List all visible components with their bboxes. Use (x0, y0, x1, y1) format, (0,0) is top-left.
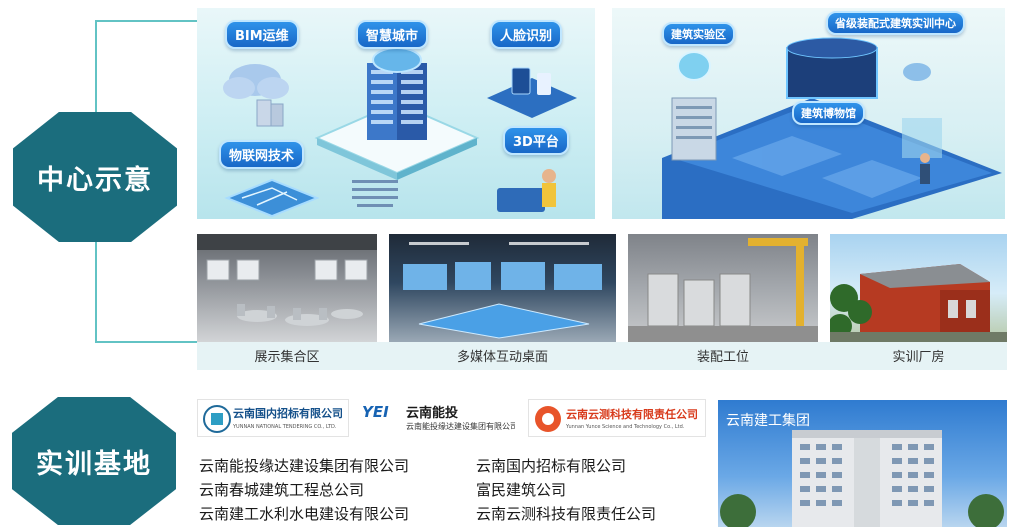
tag-face-recognition: 人脸识别 (490, 20, 563, 49)
yunce-emblem-icon (535, 406, 561, 432)
company-right-3: 云南云测科技有限责任公司 (476, 505, 657, 523)
logo-national-tendering-sub: YUNNAN NATIONAL TENDERING CO., LTD. (233, 424, 337, 430)
smart-city-graphic (223, 47, 577, 218)
tag-lab-area: 建筑实验区 (662, 22, 735, 46)
photo-multimedia-table (389, 234, 616, 342)
company-left-2: 云南春城建筑工程总公司 (199, 481, 365, 499)
tag-museum: 建筑博物馆 (792, 101, 865, 125)
connector-line (95, 232, 97, 342)
logo-yunce-tech: 云南云测科技有限责任公司 Yunnan Yunce Science and Te… (528, 399, 706, 437)
training-center-graphic (662, 37, 1002, 219)
company-left-3: 云南建工水利水电建设有限公司 (199, 505, 410, 523)
logo-yunce-sub: Yunnan Yunce Science and Technology Co.,… (566, 424, 685, 430)
photo-exhibition-area (197, 234, 377, 342)
photo-training-factory (830, 234, 1007, 342)
logo-national-tendering-name: 云南国内招标有限公司 (233, 407, 343, 420)
caption-multimedia-table: 多媒体互动桌面 (456, 350, 548, 365)
photo-construction-group-building: 云南建工集团 (718, 400, 1007, 527)
logo-yei-sub: 云南能投缘达建设集团有限公司 (406, 422, 515, 431)
tag-smart-city: 智慧城市 (356, 20, 429, 49)
yei-mark: YEI (362, 403, 389, 421)
logo-yei-name: 云南能投 (406, 406, 459, 421)
center-badge: 中心示意 (13, 112, 177, 242)
training-center-illustration: 建筑实验区 省级装配式建筑实训中心 建筑博物馆 (612, 8, 1005, 219)
company-right-1: 云南国内招标有限公司 (476, 457, 627, 475)
tag-training-center: 省级装配式建筑实训中心 (826, 11, 965, 35)
logo-yei-energy: YEI 云南能投 云南能投缘达建设集团有限公司 (358, 399, 515, 437)
connector-line (95, 20, 97, 125)
tendering-emblem-icon (203, 405, 231, 433)
tag-3d-platform: 3D平台 (503, 126, 569, 155)
photo-assembly-station (628, 234, 818, 342)
tag-iot: 物联网技术 (219, 140, 305, 169)
caption-strip (197, 342, 1007, 370)
connector-line (95, 20, 197, 22)
company-right-2: 富民建筑公司 (476, 481, 567, 499)
company-left-1: 云南能投缘达建设集团有限公司 (199, 457, 410, 475)
caption-assembly-station: 装配工位 (696, 350, 749, 365)
connector-line (95, 341, 197, 343)
logo-yunce-name: 云南云测科技有限责任公司 (566, 408, 698, 421)
caption-training-factory: 实训厂房 (892, 350, 945, 365)
tag-bim: BIM运维 (225, 20, 299, 49)
building-label: 云南建工集团 (726, 413, 810, 429)
logo-national-tendering: 云南国内招标有限公司 YUNNAN NATIONAL TENDERING CO.… (197, 399, 349, 437)
training-base-badge: 实训基地 (12, 397, 176, 525)
caption-exhibition-area: 展示集合区 (254, 350, 320, 365)
smart-center-illustration: BIM运维 智慧城市 人脸识别 物联网技术 3D平台 (197, 8, 595, 219)
